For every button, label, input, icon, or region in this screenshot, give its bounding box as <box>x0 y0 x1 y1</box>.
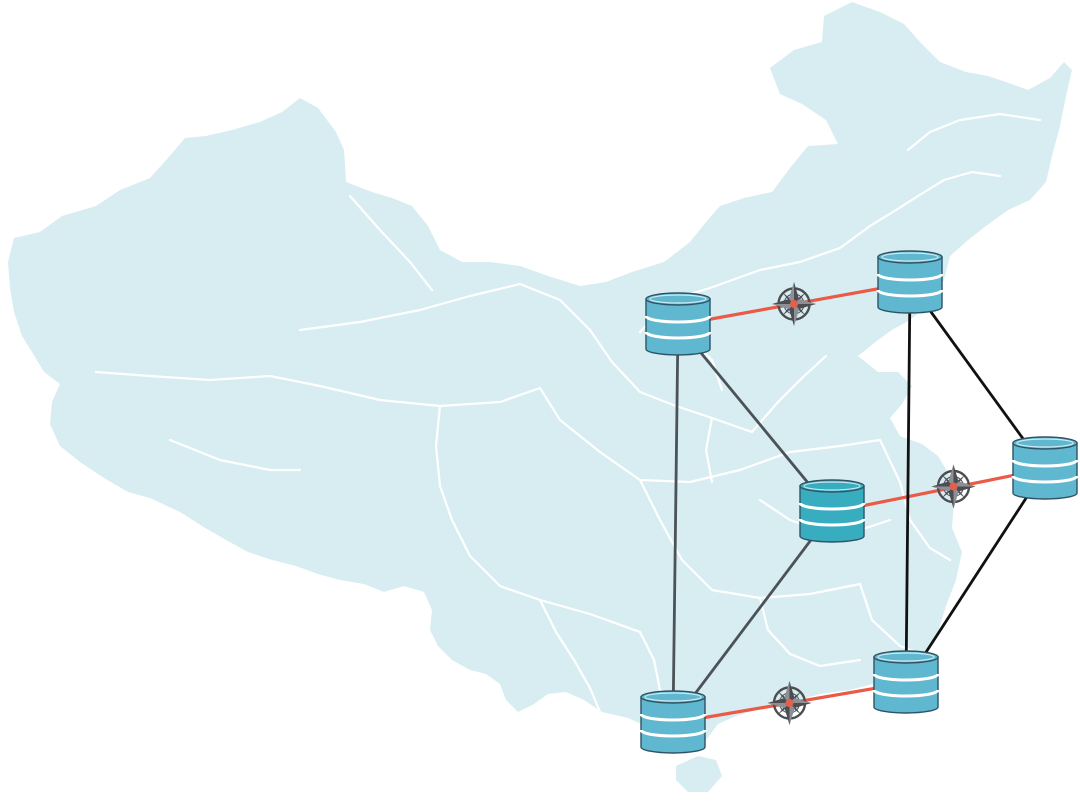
link-east-to-south-east <box>904 467 1047 685</box>
database-nodes <box>639 250 1079 754</box>
province-border <box>758 596 862 668</box>
database-node-north-east <box>876 250 944 314</box>
database-cylinder-icon <box>1012 442 1078 500</box>
province-border <box>538 598 602 714</box>
database-cylinder-icon <box>877 256 943 314</box>
hainan-island <box>676 756 722 792</box>
relay-icons <box>767 282 976 725</box>
province-border <box>588 328 754 434</box>
province-border <box>298 282 592 332</box>
database-node-east <box>1011 436 1079 500</box>
china-mainland <box>8 2 1072 744</box>
province-border <box>538 386 882 484</box>
province-border <box>838 170 1002 250</box>
database-cylinder-icon <box>873 656 939 714</box>
database-node-center <box>798 479 866 543</box>
province-border <box>638 478 862 600</box>
province-border <box>906 112 1042 152</box>
database-node-south-east <box>872 650 940 714</box>
database-cylinder-icon <box>645 298 711 356</box>
province-border <box>434 404 642 634</box>
compass-rose-icon <box>767 681 812 725</box>
province-border <box>750 354 828 434</box>
compass-rose-icon <box>931 464 976 509</box>
province-border <box>94 370 542 408</box>
link-north-east-to-east <box>908 281 1047 471</box>
province-border <box>704 416 714 484</box>
link-center-to-south-west <box>671 510 834 725</box>
database-node-north-west <box>644 292 712 356</box>
link-north-west-to-center <box>676 323 834 514</box>
province-border <box>348 194 434 292</box>
compass-rose-icon <box>772 282 816 326</box>
province-border <box>878 438 952 562</box>
province-border <box>168 438 302 472</box>
link-north-west-to-south-west <box>671 323 680 725</box>
database-cylinder-icon <box>799 485 865 543</box>
database-node-south-west <box>639 690 707 754</box>
link-north-east-to-south-east <box>904 281 912 685</box>
database-cylinder-icon <box>640 696 706 754</box>
china-map <box>8 2 1072 792</box>
